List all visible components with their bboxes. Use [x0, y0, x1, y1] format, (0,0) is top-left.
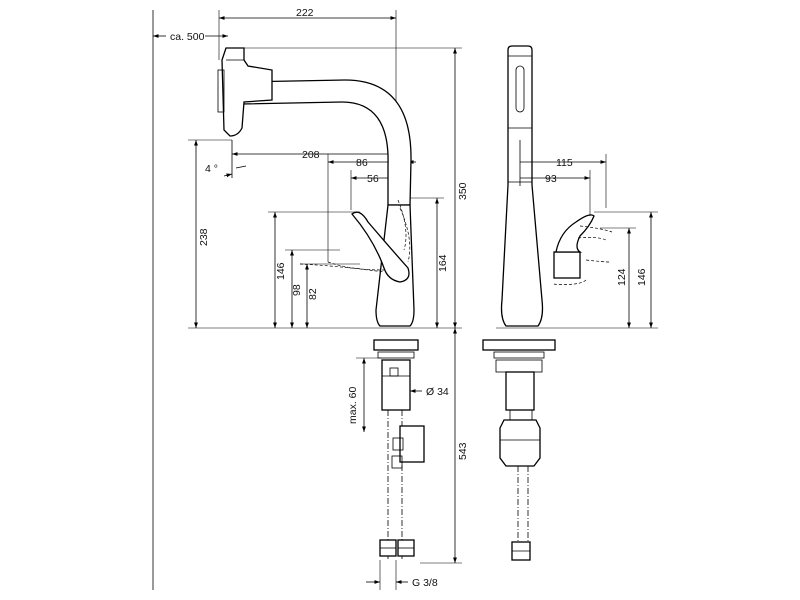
dim-86: 86	[327, 154, 396, 262]
dim-angle-label: 4 °	[205, 163, 218, 175]
dim-164: 164	[410, 197, 449, 328]
dim-208-label: 208	[302, 149, 320, 161]
dim-350: 350	[240, 47, 469, 328]
dim-cable-length-label: ca. 500	[170, 31, 205, 43]
dim-164-label: 164	[437, 254, 449, 272]
dim-thread: G 3/8	[366, 560, 438, 590]
dim-146-left-label: 146	[275, 262, 287, 280]
dim-98-label: 98	[291, 284, 303, 296]
spray-head-button	[217, 69, 225, 113]
dim-350-label: 350	[457, 182, 469, 200]
spray-head	[221, 47, 273, 137]
front-lever-hub	[553, 251, 581, 279]
faucet-side-view	[217, 47, 415, 327]
lever-range-path	[327, 261, 385, 271]
dim-max-60-label: max. 60	[347, 386, 359, 424]
dim-82-label: 82	[307, 288, 319, 300]
dim-115: 115	[520, 154, 607, 208]
faucet-front-view	[500, 45, 613, 327]
dim-cable-length: ca. 500	[153, 31, 228, 43]
valve-box-left	[399, 425, 425, 463]
dim-diameter-34: Ø 34	[410, 386, 449, 398]
dim-93: 93	[520, 170, 591, 216]
dim-82: 82	[300, 263, 360, 328]
dim-238-label: 238	[198, 228, 210, 246]
dim-56-label: 56	[367, 173, 379, 185]
front-spray-slot	[515, 65, 525, 113]
dim-146-right-label: 146	[636, 268, 648, 286]
dim-86-label: 86	[356, 157, 368, 169]
valve-box-right	[499, 419, 541, 467]
front-spout	[500, 45, 544, 327]
dim-98: 98	[285, 249, 340, 328]
front-lever-handle	[555, 214, 595, 253]
dim-angle: 4 °	[205, 140, 247, 178]
lever-handle	[351, 211, 410, 283]
dim-238: 238	[188, 139, 232, 328]
dim-146-left: 146	[268, 211, 360, 328]
dim-thread-label: G 3/8	[412, 577, 438, 589]
dim-208: 208	[232, 149, 395, 161]
underside-left	[373, 339, 425, 560]
dim-543-label: 543	[457, 442, 469, 460]
dim-124: 124	[600, 227, 636, 328]
dim-222-label: 222	[296, 7, 314, 19]
dim-124-label: 124	[616, 268, 628, 286]
dim-93-label: 93	[545, 173, 557, 185]
underside-right	[482, 339, 556, 561]
dim-146-right: 146	[594, 211, 658, 328]
dim-115-label: 115	[556, 157, 573, 169]
dim-max-60: max. 60	[347, 357, 382, 432]
dim-543: 543	[420, 328, 469, 564]
dim-diameter-34-label: Ø 34	[426, 386, 449, 398]
